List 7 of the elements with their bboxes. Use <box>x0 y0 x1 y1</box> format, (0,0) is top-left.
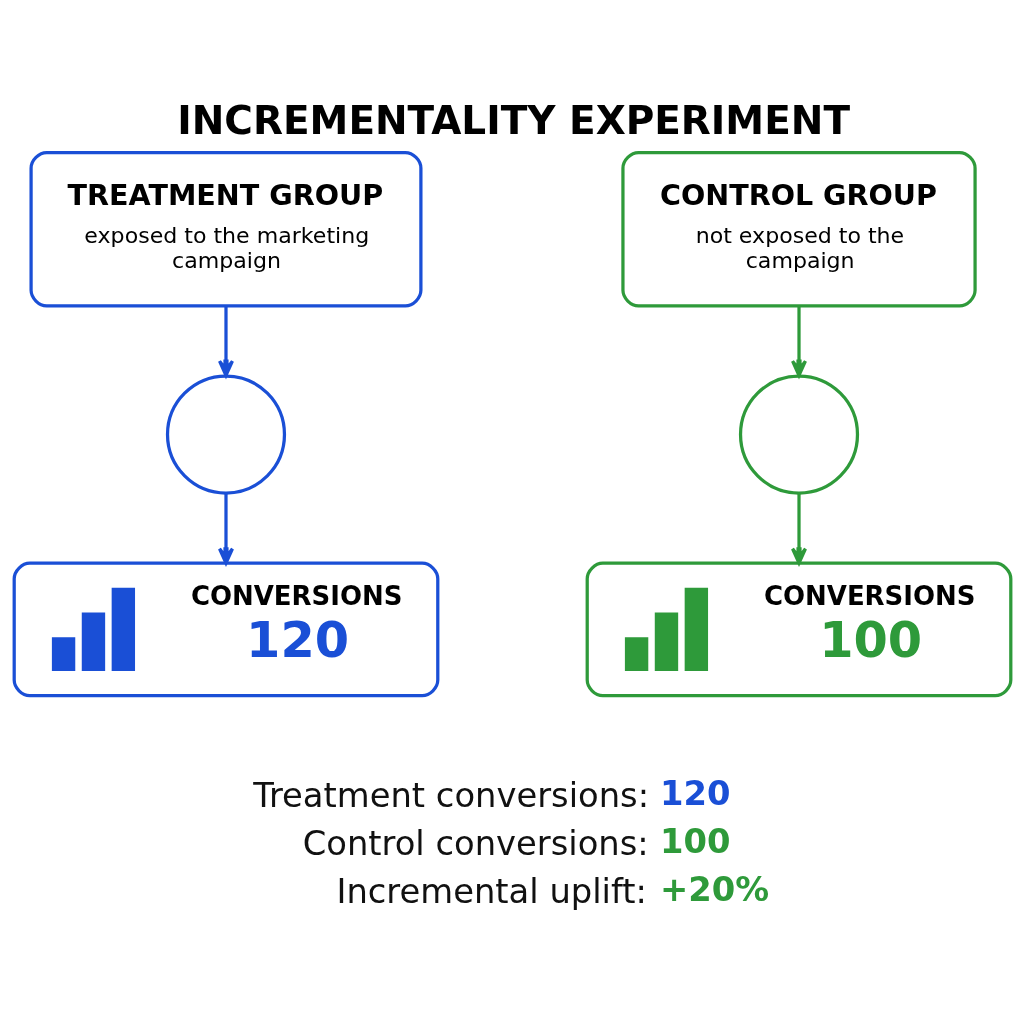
diagram-title: INCREMENTALITY EXPERIMENT <box>176 97 850 143</box>
label: Treatment conversions: <box>252 775 649 815</box>
label: Control conversions: <box>302 823 649 863</box>
label: 100 <box>659 821 730 861</box>
label: 120 <box>659 773 730 813</box>
label: +20% <box>659 869 769 909</box>
label: Incremental uplift: <box>335 871 647 911</box>
